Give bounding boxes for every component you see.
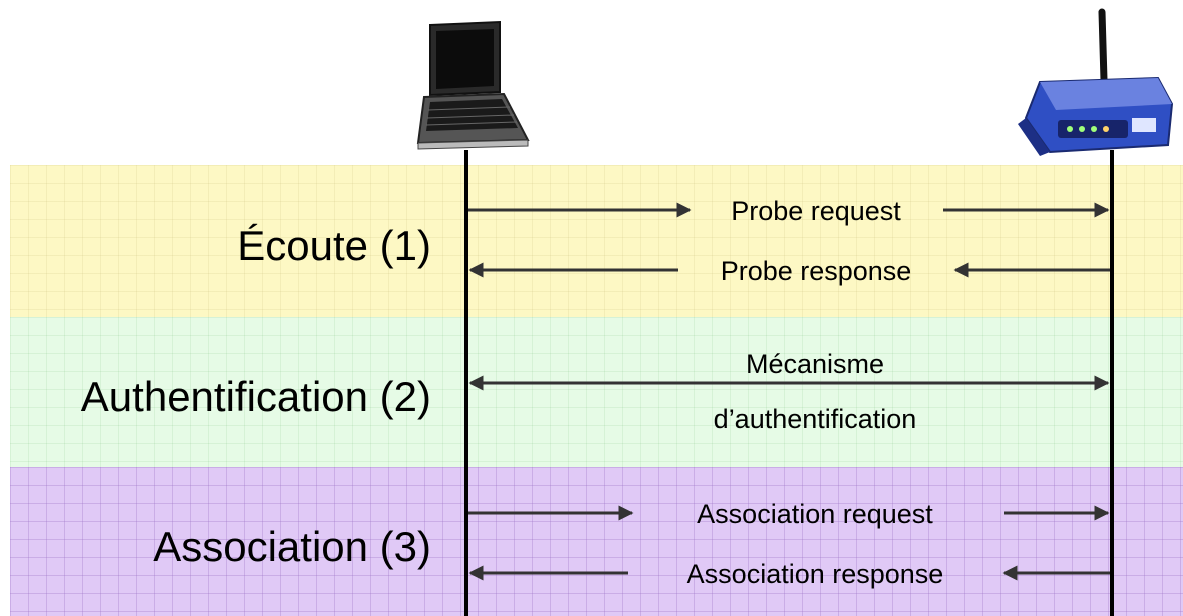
- probe-response-message: Probe response: [468, 256, 1110, 286]
- association-request-label: Association request: [697, 499, 933, 529]
- authentication-label-line2: d’authentification: [714, 404, 917, 434]
- phase-label-authentication: Authentification (2): [80, 373, 431, 420]
- laptop-icon: [416, 20, 530, 150]
- association-response-label: Association response: [687, 559, 944, 589]
- authentication-label-line1: Mécanisme: [746, 349, 884, 379]
- association-request-message: Association request: [468, 499, 1110, 529]
- probe-request-label: Probe request: [731, 196, 901, 226]
- phase-band-listen: [10, 165, 1183, 317]
- phase-band-authentication: [10, 317, 1183, 467]
- wireless-router-icon: [1018, 8, 1174, 156]
- probe-request-message: Probe request: [468, 196, 1110, 226]
- phase-label-listen: Écoute (1): [237, 222, 431, 269]
- phase-band-association: [10, 467, 1183, 616]
- authentication-message: Mécanisme d’authentification: [468, 349, 1110, 434]
- probe-response-label: Probe response: [721, 256, 912, 286]
- association-response-message: Association response: [468, 559, 1110, 589]
- phase-label-association: Association (3): [153, 523, 431, 570]
